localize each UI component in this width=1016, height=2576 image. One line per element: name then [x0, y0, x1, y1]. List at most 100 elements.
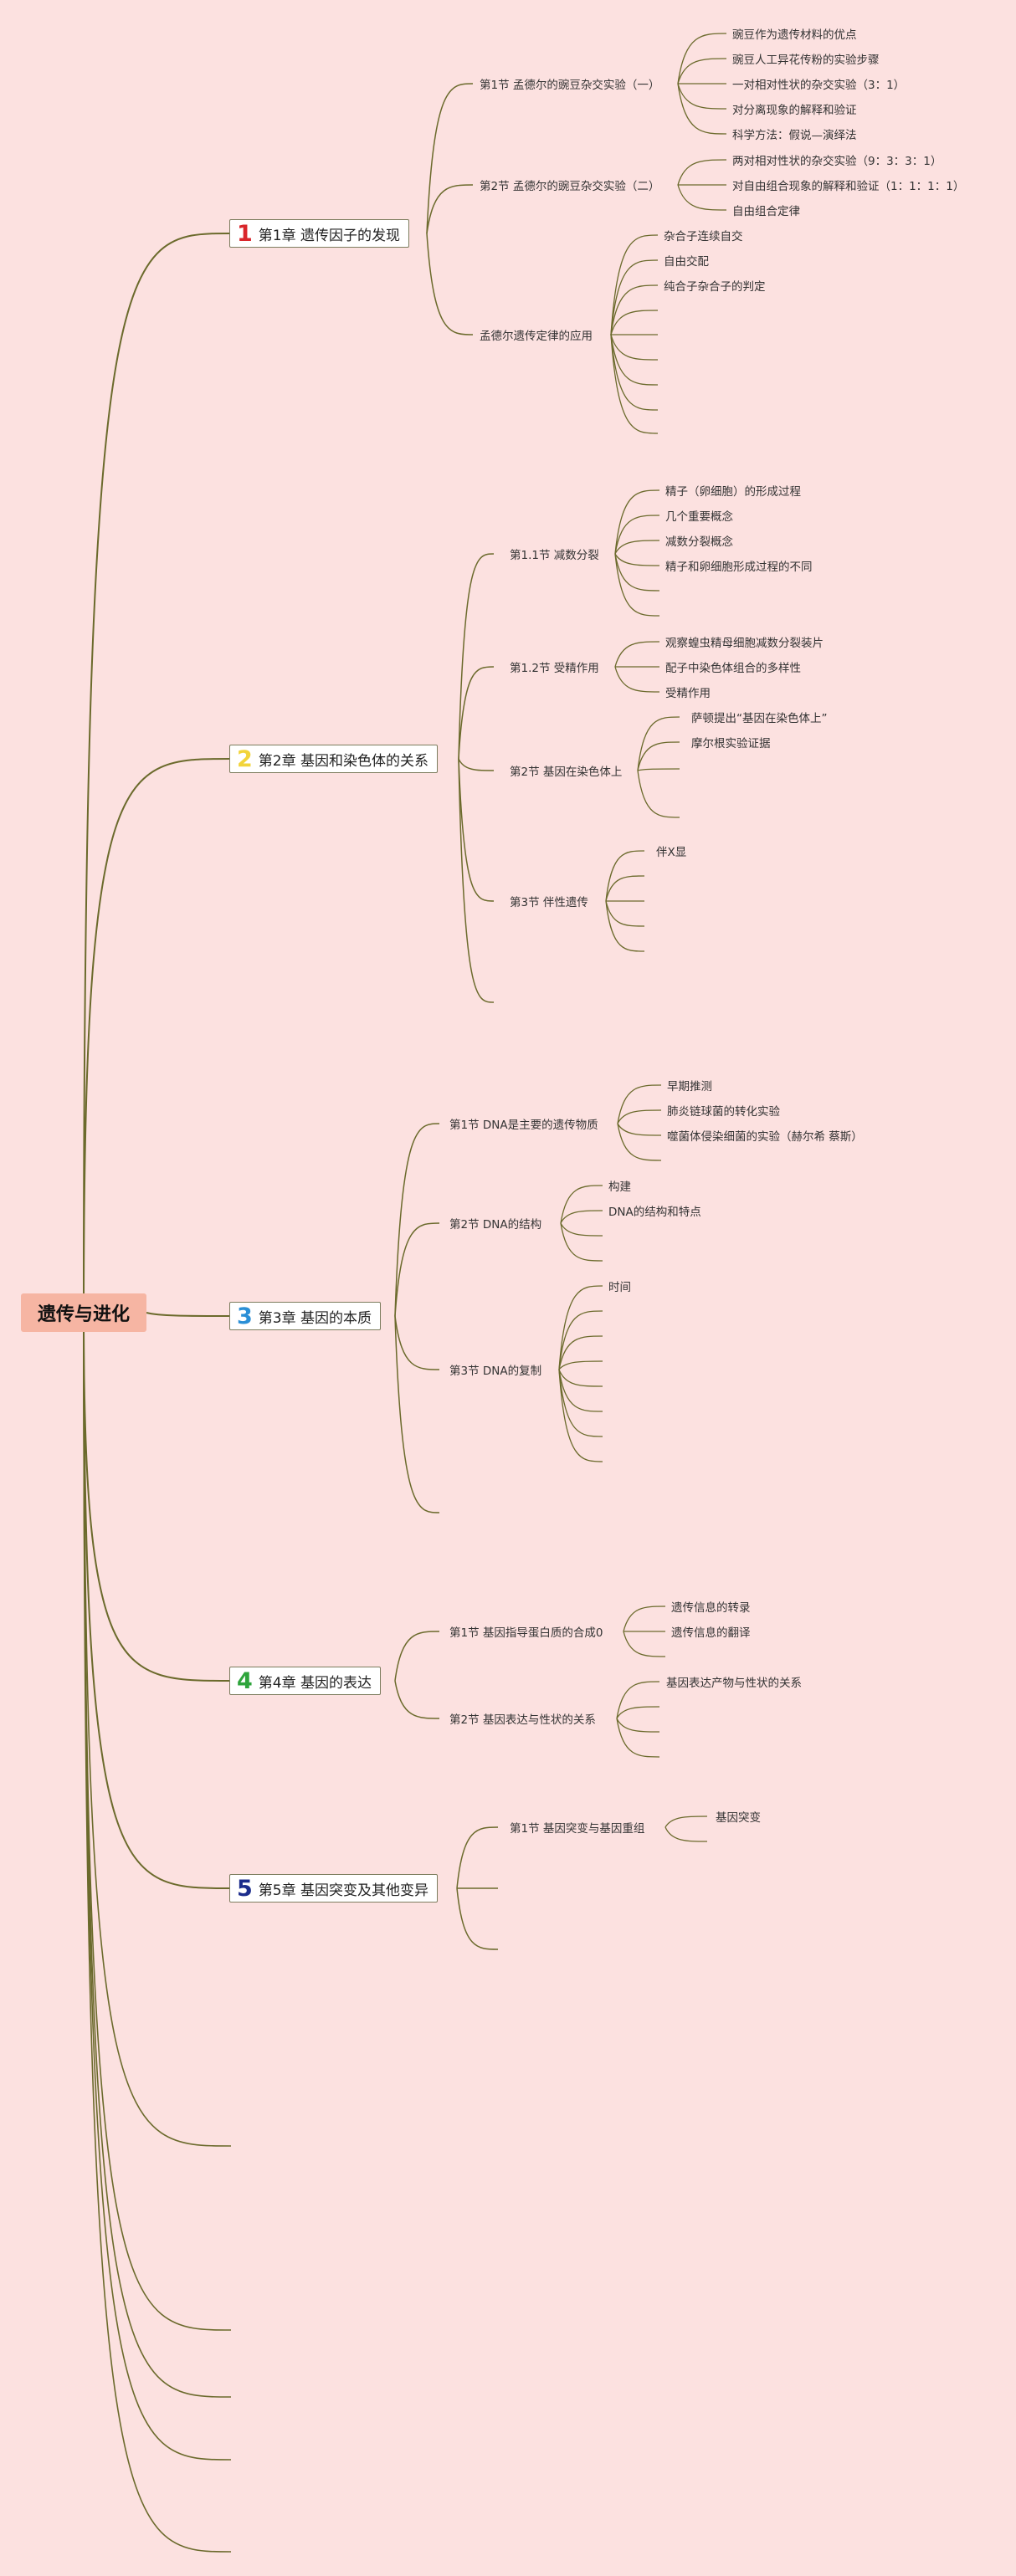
connector-line-66 — [558, 1310, 603, 1370]
branch-line-8 — [83, 1312, 232, 2461]
connector-line-23 — [610, 284, 659, 335]
connector-line-33 — [458, 758, 495, 902]
branch-line-0 — [83, 233, 230, 1314]
section-node[interactable]: 第2节 孟德尔的豌豆杂交实验（二） — [480, 180, 660, 193]
leaf-node[interactable]: 精子（卵细胞）的形成过程 — [665, 485, 801, 499]
leaf-node[interactable]: 科学方法：假说—演绎法 — [732, 129, 857, 142]
chapter-4-node[interactable]: 4 第4章 基因的表达 — [229, 1667, 382, 1695]
section-node[interactable]: 第2节 DNA的结构 — [449, 1218, 542, 1232]
connector-line-52 — [605, 900, 645, 952]
section-node[interactable]: 第1节 基因指导蛋白质的合成0 — [449, 1626, 603, 1640]
chapter-label: 第3章 基因的本质 — [258, 1309, 372, 1327]
connector-line-11 — [426, 184, 474, 234]
chapter-2-node[interactable]: 2 第2章 基因和染色体的关系 — [229, 745, 439, 773]
connector-line-17 — [677, 83, 727, 135]
leaf-node[interactable]: 摩尔根实验证据 — [691, 737, 771, 750]
section-node[interactable]: 第1节 DNA是主要的遗传物质 — [449, 1119, 598, 1132]
connector-line-69 — [558, 1369, 603, 1387]
leaf-node[interactable]: 时间 — [608, 1281, 631, 1294]
leaf-node[interactable]: 观察蝗虫精母细胞减数分裂装片 — [665, 637, 824, 650]
section-node[interactable]: 第2节 基因在染色体上 — [510, 766, 623, 779]
leaf-node[interactable]: 遗传信息的转录 — [671, 1601, 751, 1615]
leaf-node[interactable]: DNA的结构和特点 — [608, 1206, 701, 1219]
section-node[interactable]: 第3节 伴性遗传 — [510, 896, 588, 909]
leaf-node[interactable]: 一对相对性状的杂交实验（3：1） — [732, 79, 906, 92]
connector-line-59 — [617, 1123, 662, 1136]
connector-line-82 — [456, 1826, 499, 1889]
connector-line-55 — [394, 1315, 440, 1370]
connector-line-58 — [617, 1109, 662, 1124]
connector-line-80 — [616, 1718, 660, 1733]
leaf-node[interactable]: 肺炎链球菌的转化实验 — [667, 1105, 780, 1119]
leaf-node[interactable]: 对分离现象的解释和验证 — [732, 104, 857, 117]
chapter-5-node[interactable]: 5 第5章 基因突变及其他变异 — [229, 1874, 439, 1903]
chapter-number-1: 1 — [237, 220, 253, 247]
connector-line-21 — [610, 234, 659, 335]
connector-line-54 — [394, 1222, 440, 1317]
connector-line-68 — [558, 1360, 603, 1370]
connector-line-75 — [623, 1606, 666, 1632]
leaf-node[interactable]: 基因突变 — [716, 1811, 761, 1825]
connector-line-31 — [458, 666, 495, 760]
leaf-node[interactable]: 精子和卵细胞形成过程的不同 — [665, 561, 813, 574]
leaf-node[interactable]: 伴X显 — [656, 846, 687, 859]
leaf-node[interactable]: 杂合子连续自交 — [664, 230, 743, 243]
connector-line-27 — [610, 334, 659, 386]
leaf-node[interactable]: 自由交配 — [664, 255, 709, 269]
leaf-node[interactable]: 遗传信息的翻译 — [671, 1626, 751, 1640]
connector-line-63 — [560, 1222, 603, 1237]
connector-line-56 — [394, 1315, 440, 1513]
connector-line-67 — [558, 1335, 603, 1370]
section-node[interactable]: 第1.1节 减数分裂 — [510, 549, 599, 562]
connector-line-35 — [614, 489, 660, 555]
connector-line-22 — [610, 259, 659, 335]
leaf-node[interactable]: 几个重要概念 — [665, 510, 733, 524]
connector-line-44 — [637, 716, 680, 771]
connector-line-49 — [605, 875, 645, 902]
section-node[interactable]: 第2节 基因表达与性状的关系 — [449, 1713, 596, 1727]
connector-line-40 — [614, 553, 660, 617]
connector-line-45 — [637, 741, 680, 771]
section-node[interactable]: 第1节 孟德尔的豌豆杂交实验（一） — [480, 79, 660, 92]
section-node[interactable]: 第1节 基因突变与基因重组 — [510, 1822, 645, 1836]
leaf-node[interactable]: 基因表达产物与性状的关系 — [666, 1677, 802, 1690]
chapter-1-node[interactable]: 1 第1章 遗传因子的发现 — [229, 219, 410, 248]
leaf-node[interactable]: 构建 — [608, 1180, 631, 1194]
connector-line-41 — [614, 641, 660, 668]
connector-line-43 — [614, 666, 660, 693]
connector-line-38 — [614, 553, 660, 566]
connector-line-57 — [617, 1084, 662, 1124]
connector-line-62 — [560, 1210, 603, 1224]
leaf-node[interactable]: 两对相对性状的杂交实验（9：3：3：1） — [732, 155, 942, 168]
connector-line-60 — [617, 1123, 662, 1161]
section-node[interactable]: 第1.2节 受精作用 — [510, 662, 599, 675]
connector-line-36 — [614, 515, 660, 555]
connector-line-47 — [637, 770, 680, 818]
leaf-node[interactable]: 配子中染色体组合的多样性 — [665, 662, 801, 675]
branch-line-4 — [83, 1312, 230, 1889]
connector-line-29 — [610, 334, 659, 434]
leaf-node[interactable]: 减数分裂概念 — [665, 535, 733, 549]
chapter-3-node[interactable]: 3 第3章 基因的本质 — [229, 1302, 382, 1330]
connector-line-37 — [614, 540, 660, 555]
connector-line-39 — [614, 553, 660, 592]
leaf-node[interactable]: 纯合子杂合子的判定 — [664, 280, 766, 294]
leaf-node[interactable]: 受精作用 — [665, 687, 711, 700]
leaf-node[interactable]: 豌豆作为遗传材料的优点 — [732, 28, 857, 42]
connector-line-65 — [558, 1285, 603, 1370]
chapter-number-4: 4 — [237, 1667, 253, 1694]
leaf-node[interactable]: 自由组合定律 — [732, 205, 800, 218]
branch-line-3 — [83, 1312, 230, 1682]
leaf-node[interactable]: 早期推测 — [667, 1080, 712, 1093]
root-topic[interactable]: 遗传与进化 — [21, 1293, 146, 1332]
chapter-label: 第1章 遗传因子的发现 — [258, 227, 401, 244]
leaf-node[interactable]: 萨顿提出“基因在染色体上” — [691, 712, 828, 725]
leaf-node[interactable]: 噬菌体侵染细菌的实验（赫尔希 蔡斯） — [667, 1130, 863, 1144]
section-node[interactable]: 第3节 DNA的复制 — [449, 1365, 542, 1378]
leaf-node[interactable]: 对自由组合现象的解释和验证（1：1：1：1） — [732, 180, 965, 193]
leaf-node[interactable]: 豌豆人工异花传粉的实验步骤 — [732, 54, 880, 67]
connector-line-24 — [610, 310, 659, 335]
branch-line-5 — [83, 1312, 232, 2147]
connector-line-86 — [665, 1826, 708, 1842]
section-node[interactable]: 孟德尔遗传定律的应用 — [480, 330, 593, 343]
